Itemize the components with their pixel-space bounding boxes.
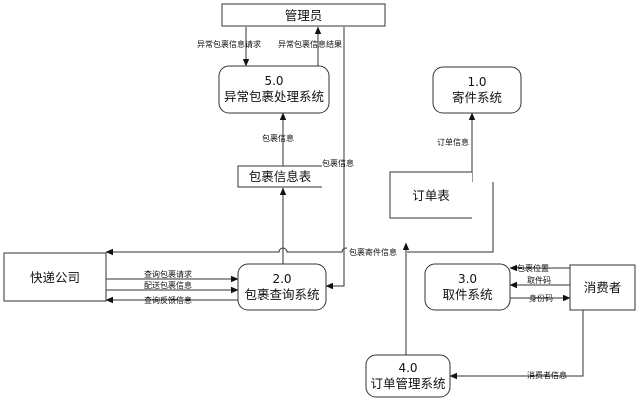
process-1-name: 寄件系统 [452, 90, 502, 105]
flow-abnormal-result: 异常包裹信息结果 [278, 26, 342, 66]
flow-label-package-info-to-admin: 包裹信息 [322, 158, 354, 168]
flow-label-pickup-code: 取件码 [527, 275, 551, 285]
flow-label-package-location: 包裹位置 [517, 263, 549, 273]
flow-label-delivery-info: 配送包裹信息 [144, 280, 192, 290]
process-4-name: 订单管理系统 [370, 376, 445, 391]
flow-label-package-info-to-p5: 包裹信息 [262, 133, 294, 143]
store-package-info-label: 包裹信息表 [249, 169, 312, 184]
store-package-info: 包裹信息表 [237, 165, 322, 188]
process-1-id: 1.0 [467, 75, 486, 89]
store-order-table-label: 订单表 [412, 188, 450, 203]
flow-order-info: 订单信息 [437, 112, 476, 182]
entity-admin-label: 管理员 [285, 8, 323, 23]
store-order-table: 订单表 [389, 171, 472, 219]
process-5-name: 异常包裹处理系统 [224, 89, 324, 104]
flow-package-info-to-p2: 包裹信息 [322, 27, 354, 290]
process-3-id: 3.0 [458, 272, 477, 286]
entity-courier: 快递公司 [3, 252, 107, 302]
process-2-name: 包裹查询系统 [244, 287, 319, 302]
flow-label-query-feedback: 查询反馈信息 [144, 295, 192, 305]
flow-delivery-info: 配送包裹信息 [106, 280, 239, 294]
flow-package-shipping-info: 包裹寄件信息 [105, 182, 494, 257]
entity-consumer-label: 消费者 [584, 280, 622, 295]
process-4: 4.0 订单管理系统 [365, 354, 451, 398]
process-3: 3.0 取件系统 [424, 263, 511, 311]
process-4-id: 4.0 [398, 361, 417, 375]
flow-abnormal-request: 异常包裹信息请求 [197, 27, 261, 67]
flow-pickup-code: 取件码 [509, 275, 570, 289]
entity-consumer: 消费者 [569, 264, 636, 311]
entity-courier-label: 快递公司 [30, 270, 80, 285]
flow-label-order-info: 订单信息 [437, 137, 469, 147]
process-5: 5.0 异常包裹处理系统 [218, 65, 330, 114]
flow-package-info-to-p5: 包裹信息 [262, 112, 294, 166]
flow-package-location: 包裹位置 [509, 263, 570, 273]
process-2: 2.0 包裹查询系统 [237, 263, 327, 311]
flow-query-request: 查询包裹请求 [106, 269, 239, 283]
flow-label-abnormal-request: 异常包裹信息请求 [197, 39, 261, 49]
flow-label-id-code: 身份码 [529, 293, 553, 303]
flow-label-consumer-info: 消费者信息 [527, 370, 567, 380]
process-2-id: 2.0 [272, 272, 291, 286]
entity-admin: 管理员 [221, 3, 386, 27]
flow-consumer-info: 消费者信息 [449, 310, 584, 380]
process-5-id: 5.0 [264, 74, 283, 88]
flow-query-feedback: 查询反馈信息 [105, 295, 238, 305]
flow-label-package-shipping-info: 包裹寄件信息 [349, 247, 397, 257]
flow-id-code: 身份码 [510, 293, 571, 303]
process-1: 1.0 寄件系统 [432, 66, 522, 114]
flow-label-query-request: 查询包裹请求 [144, 269, 192, 279]
process-3-name: 取件系统 [442, 287, 492, 302]
flow-label-abnormal-result: 异常包裹信息结果 [278, 39, 342, 49]
